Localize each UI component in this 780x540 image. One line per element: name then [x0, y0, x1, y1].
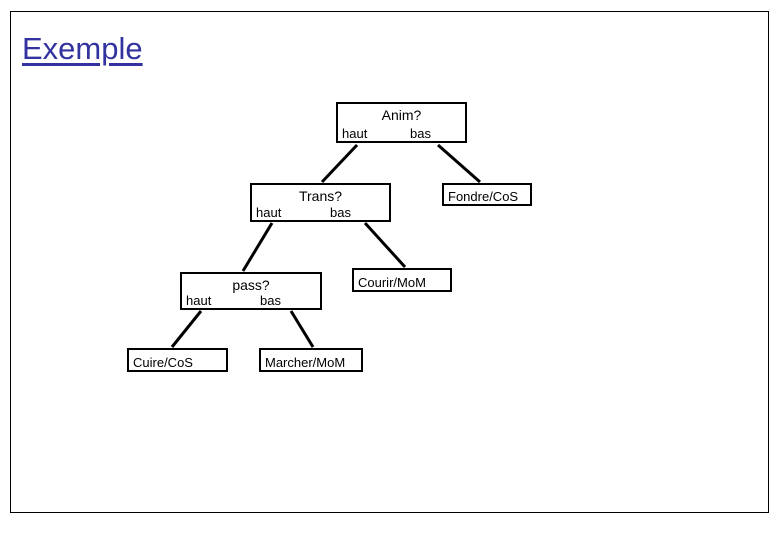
node-question-trans: Trans? — [298, 188, 343, 204]
tree-edge-anim-fondre — [437, 143, 481, 184]
node-branch-bas-anim: bas — [410, 126, 431, 141]
tree-edge-trans-pass — [241, 222, 274, 272]
node-label-fondre: Fondre/CoS — [448, 189, 519, 204]
tree-node-pass[interactable]: pass? haut bas — [180, 272, 322, 310]
tree-node-marcher[interactable]: Marcher/MoM — [259, 348, 363, 372]
tree-node-courir[interactable]: Courir/MoM — [352, 268, 452, 292]
node-branch-haut-anim: haut — [342, 126, 368, 141]
tree-node-trans[interactable]: Trans? haut bas — [250, 183, 391, 222]
node-branch-bas-pass: bas — [260, 293, 281, 308]
node-branch-bas-trans: bas — [330, 205, 351, 220]
node-question-pass: pass? — [232, 277, 270, 293]
node-label-courir: Courir/MoM — [358, 275, 426, 290]
tree-edge-anim-trans — [320, 143, 359, 184]
node-question-anim: Anim? — [381, 107, 422, 123]
node-label-marcher: Marcher/MoM — [265, 355, 346, 370]
node-label-cuire: Cuire/CoS — [133, 355, 193, 370]
page-title: Exemple — [22, 31, 143, 66]
tree-node-cuire[interactable]: Cuire/CoS — [127, 348, 228, 372]
tree-edge-pass-cuire — [170, 310, 203, 348]
tree-edge-pass-marcher — [289, 310, 315, 348]
tree-node-anim[interactable]: Anim? haut bas — [336, 102, 467, 143]
node-branch-haut-trans: haut — [256, 205, 282, 220]
tree-node-fondre[interactable]: Fondre/CoS — [442, 183, 532, 206]
tree-edge-trans-courir — [363, 221, 407, 269]
node-branch-haut-pass: haut — [186, 293, 212, 308]
